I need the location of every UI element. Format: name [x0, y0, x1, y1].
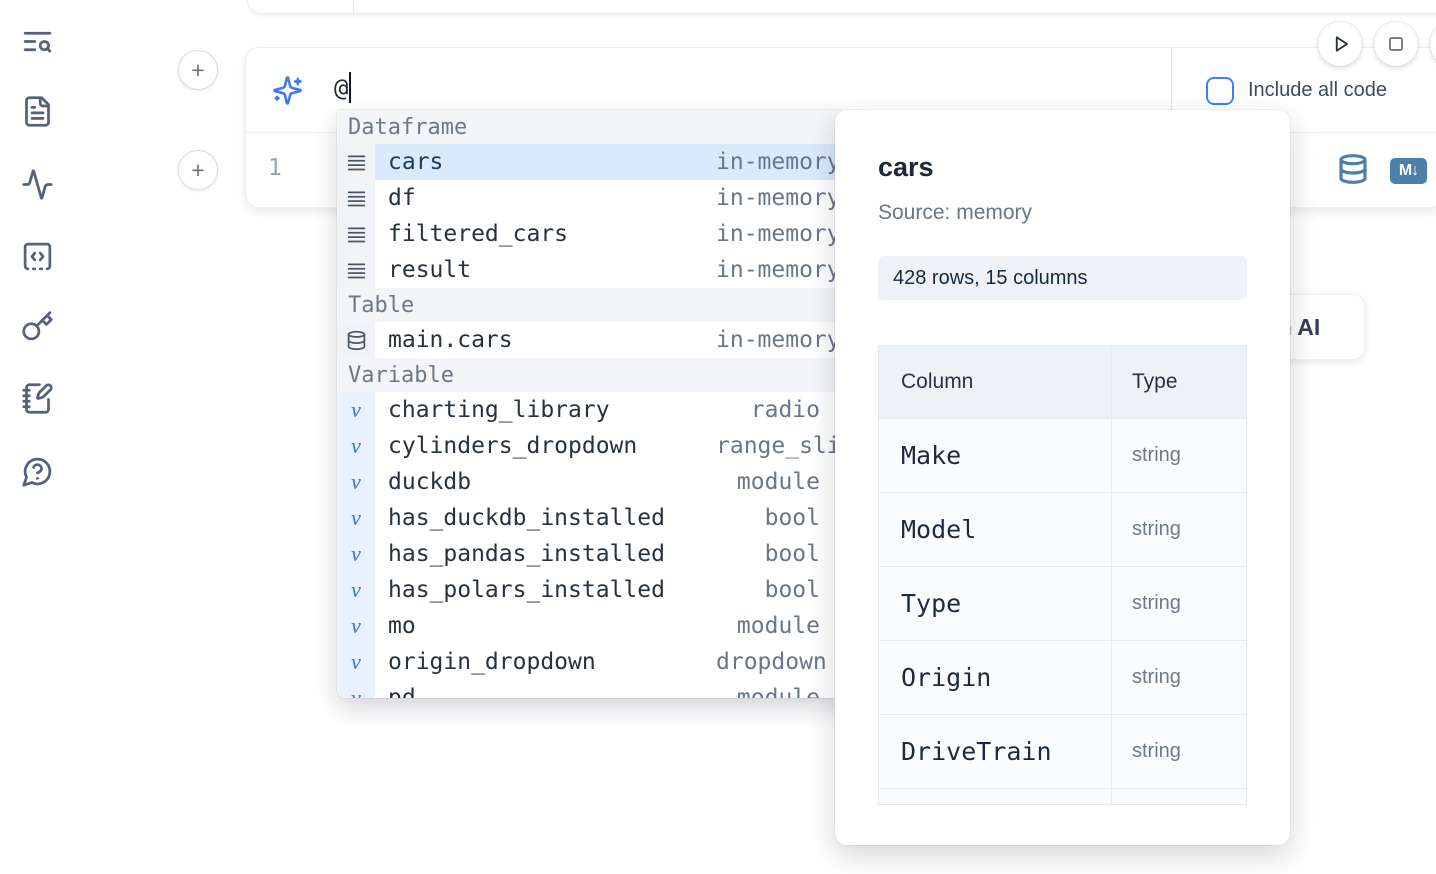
help-chat-icon[interactable]	[18, 452, 56, 490]
ai-prompt-input[interactable]: @	[334, 72, 352, 103]
variable-icon: v	[337, 500, 375, 536]
autocomplete-item-mo[interactable]: v mo module	[337, 608, 843, 644]
rows-icon	[337, 144, 375, 180]
table-row: Make string	[879, 419, 1246, 493]
cell-divider	[353, 0, 354, 13]
variable-icon: v	[337, 464, 375, 500]
file-explorer-icon[interactable]	[18, 92, 56, 130]
variable-icon: v	[337, 428, 375, 464]
activity-icon[interactable]	[18, 165, 56, 203]
autocomplete-item-result[interactable]: result in-memory	[337, 252, 843, 288]
autocomplete-item-pd[interactable]: v pd module	[337, 680, 843, 698]
autocomplete-section-header: Table	[337, 288, 843, 322]
preview-shape-badge: 428 rows, 15 columns	[878, 256, 1247, 300]
table-row-clipped	[879, 789, 1246, 804]
scratchpad-notebook-pen-icon[interactable]	[18, 379, 56, 417]
include-all-code-label: Include all code	[1248, 79, 1387, 101]
code-editor-row[interactable]: 1 M↓	[246, 133, 1436, 208]
autocomplete-item-duckdb[interactable]: v duckdb module	[337, 464, 843, 500]
preview-source: Source: memory	[878, 201, 1033, 224]
line-number: 1	[268, 155, 282, 181]
table-of-contents-search-icon[interactable]	[18, 22, 56, 60]
convert-to-sql-button[interactable]	[1336, 153, 1370, 187]
ai-prompt-value: @	[334, 73, 349, 102]
more-actions-button[interactable]	[1430, 22, 1436, 66]
include-all-code-checkbox[interactable]	[1206, 76, 1234, 105]
run-cell-button[interactable]	[1318, 22, 1362, 66]
rows-icon	[337, 216, 375, 252]
variable-icon: v	[337, 644, 375, 680]
table-row: Type string	[879, 567, 1246, 641]
rows-icon	[337, 252, 375, 288]
autocomplete-item-cylinders-dropdown[interactable]: v cylinders_dropdown range_slider	[337, 428, 843, 464]
table-row: DriveTrain string	[879, 715, 1246, 789]
autocomplete-item-origin-dropdown[interactable]: v origin_dropdown dropdown	[337, 644, 843, 680]
table-row: Model string	[879, 493, 1246, 567]
autocomplete-item-df[interactable]: df in-memory	[337, 180, 843, 216]
database-icon	[337, 322, 375, 358]
add-cell-below-button[interactable]: +	[178, 150, 218, 190]
preview-title: cars	[878, 152, 934, 182]
autocomplete-item-cars[interactable]: cars in-memory	[337, 144, 843, 180]
variable-icon: v	[337, 572, 375, 608]
variable-icon: v	[337, 680, 375, 698]
autocomplete-item-has-polars-installed[interactable]: v has_polars_installed bool	[337, 572, 843, 608]
autocomplete-item-main-cars[interactable]: main.cars in-memory	[337, 322, 843, 358]
text-caret	[349, 72, 352, 103]
rows-icon	[337, 180, 375, 216]
code-snippets-icon[interactable]	[18, 237, 56, 275]
variable-icon: v	[337, 536, 375, 572]
autocomplete-section-header: Variable	[337, 358, 843, 392]
variable-icon: v	[337, 392, 375, 428]
add-cell-above-button[interactable]: +	[178, 50, 218, 90]
preview-schema-table: Column Type Make string Model string Typ…	[878, 345, 1247, 805]
ai-sparkles-icon	[272, 75, 303, 106]
previous-cell-edge	[247, 0, 1436, 14]
variable-icon: v	[337, 608, 375, 644]
divider	[1171, 48, 1172, 133]
table-row: Origin string	[879, 641, 1246, 715]
include-all-code-control: Include all code	[1206, 48, 1387, 133]
table-header-row: Column Type	[879, 346, 1246, 419]
at-mention-autocomplete: Dataframe cars in-memory df in-memory fi…	[337, 110, 843, 698]
autocomplete-item-has-duckdb-installed[interactable]: v has_duckdb_installed bool	[337, 500, 843, 536]
stop-button[interactable]	[1374, 22, 1418, 66]
autocomplete-item-has-pandas-installed[interactable]: v has_pandas_installed bool	[337, 536, 843, 572]
convert-to-markdown-button[interactable]: M↓	[1390, 158, 1427, 184]
column-header: Column	[879, 346, 1112, 418]
dataframe-preview-card: cars Source: memory 428 rows, 15 columns…	[835, 110, 1290, 845]
type-header: Type	[1132, 370, 1178, 393]
secrets-key-icon[interactable]	[18, 307, 56, 345]
autocomplete-item-filtered-cars[interactable]: filtered_cars in-memory	[337, 216, 843, 252]
autocomplete-item-charting-library[interactable]: v charting_library radio	[337, 392, 843, 428]
autocomplete-section-header: Dataframe	[337, 110, 843, 144]
